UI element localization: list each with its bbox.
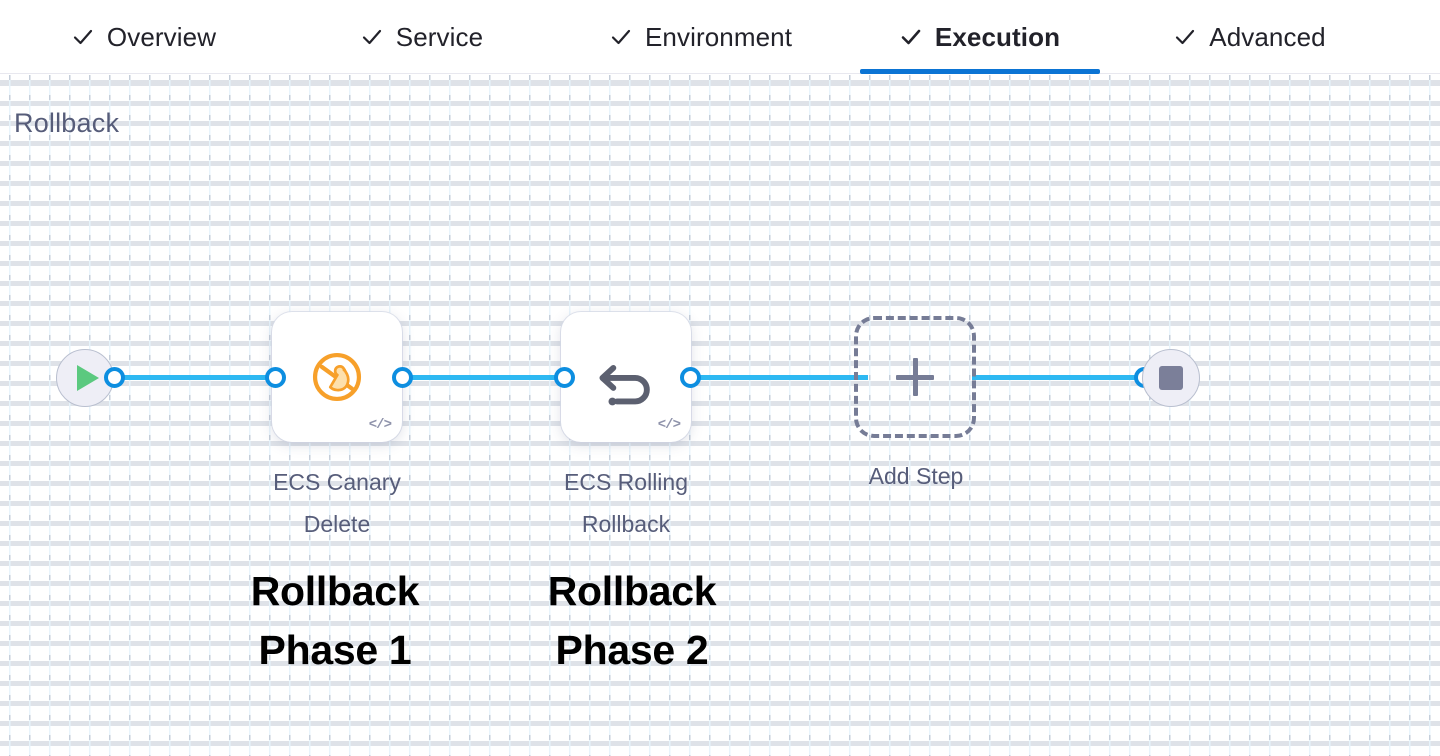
step-node-ecs-rolling-rollback[interactable]: </> xyxy=(561,312,691,442)
end-node[interactable] xyxy=(1142,349,1200,407)
rollback-arrow-icon xyxy=(599,364,650,406)
step-label-ecs-rolling-rollback: ECS Rolling Rollback xyxy=(564,469,688,537)
play-icon xyxy=(77,365,99,391)
check-icon xyxy=(900,26,922,48)
tab-label: Advanced xyxy=(1209,21,1326,52)
step-node-ecs-canary-delete[interactable]: </> xyxy=(272,312,402,442)
tab-label: Execution xyxy=(934,21,1061,52)
phase-note-rollback-phase-2: Rollback Phase 2 xyxy=(547,568,717,673)
code-icon: </> xyxy=(368,417,392,433)
tab-overview[interactable]: Overview xyxy=(46,0,242,74)
connector-dot-step2-in[interactable] xyxy=(554,367,575,388)
wizard-tab-bar: Overview Service Environment Execution xyxy=(0,0,1440,74)
tab-label: Overview xyxy=(106,21,217,52)
tab-label: Service xyxy=(395,21,484,52)
tab-environment[interactable]: Environment xyxy=(586,0,816,74)
add-step-label: Add Step xyxy=(868,463,964,489)
connector-step2-to-add xyxy=(688,375,868,380)
check-icon xyxy=(361,26,383,48)
check-icon xyxy=(72,26,94,48)
tab-label: Environment xyxy=(644,21,793,52)
tab-advanced[interactable]: Advanced xyxy=(1150,0,1350,74)
add-step-button[interactable] xyxy=(854,316,976,438)
tab-execution[interactable]: Execution xyxy=(860,0,1100,74)
plus-icon xyxy=(896,358,934,396)
check-icon xyxy=(610,26,632,48)
connector-step1-to-step2 xyxy=(400,375,570,380)
connector-add-to-end xyxy=(972,375,1150,380)
code-icon: </> xyxy=(657,417,681,433)
phase-note-rollback-phase-1: Rollback Phase 1 xyxy=(250,568,420,673)
connector-start-to-step1 xyxy=(116,375,286,380)
ecs-canary-delete-icon xyxy=(312,352,362,402)
tab-service[interactable]: Service xyxy=(336,0,508,74)
rollback-pipeline-graph: </> ECS Canary Delete Rollback Phase 1 <… xyxy=(0,75,1440,756)
connector-dot-step2-out[interactable] xyxy=(680,367,701,388)
stop-icon xyxy=(1159,366,1183,390)
connector-dot-step1-out[interactable] xyxy=(392,367,413,388)
connector-dot-step1-in[interactable] xyxy=(265,367,286,388)
check-icon xyxy=(1174,26,1196,48)
pipeline-canvas[interactable]: Rollback </> ECS Canary Delete Rollback … xyxy=(0,75,1440,756)
step-label-ecs-canary-delete: ECS Canary Delete xyxy=(273,469,401,537)
connector-dot-start-out[interactable] xyxy=(104,367,125,388)
section-title: Rollback xyxy=(14,108,120,138)
